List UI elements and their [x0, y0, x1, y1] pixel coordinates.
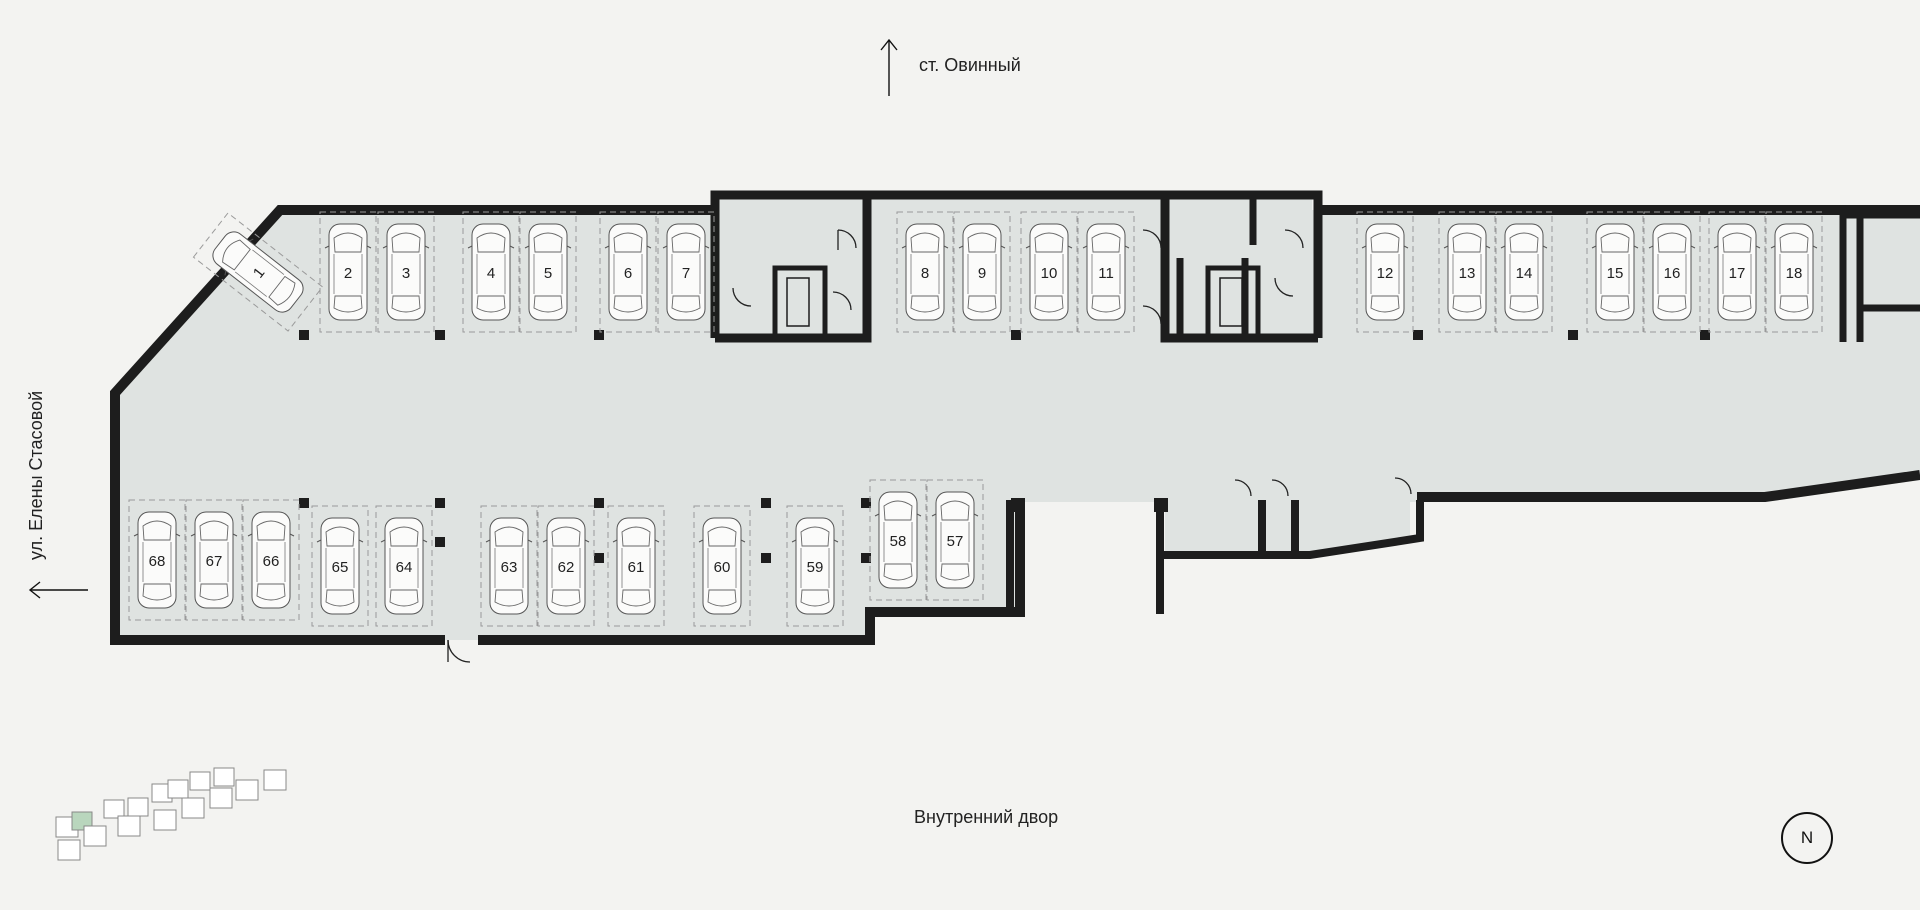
parking-spot-59[interactable]: 59 — [786, 505, 844, 627]
parking-spot-number: 68 — [149, 553, 166, 570]
parking-spot-number: 5 — [544, 265, 552, 282]
parking-spot-number: 10 — [1041, 265, 1058, 282]
parking-spot-number: 12 — [1377, 265, 1394, 282]
north-street-label: ст. Овинный — [919, 55, 1021, 75]
parking-spot-number: 11 — [1098, 265, 1114, 282]
parking-spot-number: 9 — [978, 265, 986, 282]
parking-spot-11[interactable]: 11 — [1077, 211, 1135, 333]
parking-spot-number: 64 — [396, 559, 413, 576]
parking-spot-14[interactable]: 14 — [1495, 211, 1553, 333]
stair-core-east — [1176, 198, 1920, 342]
parking-spot-68[interactable]: 68 — [128, 499, 186, 621]
parking-spot-17[interactable]: 17 — [1708, 211, 1766, 333]
west-street-arrow — [28, 581, 88, 599]
parking-spot-62[interactable]: 62 — [537, 505, 595, 627]
parking-spot-number: 58 — [890, 533, 907, 550]
parking-spot-number: 4 — [487, 265, 495, 282]
parking-spot-number: 3 — [402, 265, 410, 282]
doors — [447, 229, 1412, 663]
parking-spot-number: 15 — [1607, 265, 1624, 282]
parking-spot-60[interactable]: 60 — [693, 505, 751, 627]
parking-spot-13[interactable]: 13 — [1438, 211, 1496, 333]
parking-spot-63[interactable]: 63 — [480, 505, 538, 627]
parking-spot-3[interactable]: 3 — [377, 211, 435, 333]
parking-spot-10[interactable]: 10 — [1020, 211, 1078, 333]
parking-spot-18[interactable]: 18 — [1765, 211, 1823, 333]
parking-spot-5[interactable]: 5 — [519, 211, 577, 333]
parking-spot-number: 60 — [714, 559, 731, 576]
compass-icon: N — [1781, 812, 1833, 864]
columns — [299, 330, 1710, 563]
parking-spot-58[interactable]: 58 — [869, 479, 927, 601]
parking-spot-number: 6 — [624, 265, 632, 282]
parking-spot-number: 63 — [501, 559, 518, 576]
parking-spot-number: 14 — [1516, 265, 1533, 282]
parking-spot-number: 8 — [921, 265, 929, 282]
parking-spot-65[interactable]: 65 — [311, 505, 369, 627]
parking-spot-57[interactable]: 57 — [926, 479, 984, 601]
parking-spot-number: 62 — [558, 559, 575, 576]
parking-spot-number: 67 — [206, 553, 223, 570]
parking-spot-64[interactable]: 64 — [375, 505, 433, 627]
parking-spot-66[interactable]: 66 — [242, 499, 300, 621]
parking-spot-9[interactable]: 9 — [953, 211, 1011, 333]
parking-spot-7[interactable]: 7 — [657, 211, 715, 333]
courtyard-label: Внутренний двор — [914, 807, 1059, 827]
parking-spot-number: 59 — [807, 559, 824, 576]
parking-spot-number: 17 — [1729, 265, 1746, 282]
parking-spot-number: 65 — [332, 559, 349, 576]
north-street-arrow — [880, 38, 898, 96]
parking-spot-16[interactable]: 16 — [1643, 211, 1701, 333]
building-key-plan — [55, 767, 287, 861]
parking-spot-2[interactable]: 2 — [319, 211, 377, 333]
parking-spot-number: 13 — [1459, 265, 1476, 282]
parking-spot-number: 2 — [344, 265, 352, 282]
west-street-label: ул. Елены Стасовой — [26, 390, 46, 560]
parking-spot-4[interactable]: 4 — [462, 211, 520, 333]
outer-walls — [110, 205, 1920, 645]
parking-spot-67[interactable]: 67 — [185, 499, 243, 621]
parking-spot-number: 16 — [1664, 265, 1681, 282]
parking-spot-15[interactable]: 15 — [1586, 211, 1644, 333]
parking-spot-number: 7 — [682, 265, 690, 282]
parking-spot-number: 18 — [1786, 265, 1803, 282]
parking-spot-12[interactable]: 12 — [1356, 211, 1414, 333]
parking-spot-number: 66 — [263, 553, 280, 570]
compass-letter: N — [1800, 828, 1814, 847]
parking-spot-61[interactable]: 61 — [607, 505, 665, 627]
parking-spot-number: 61 — [628, 559, 645, 576]
parking-spot-8[interactable]: 8 — [896, 211, 954, 333]
lift-shafts — [772, 265, 1261, 339]
parking-spot-6[interactable]: 6 — [599, 211, 657, 333]
technical-rooms — [1006, 500, 1424, 614]
parking-spot-number: 57 — [947, 533, 964, 550]
